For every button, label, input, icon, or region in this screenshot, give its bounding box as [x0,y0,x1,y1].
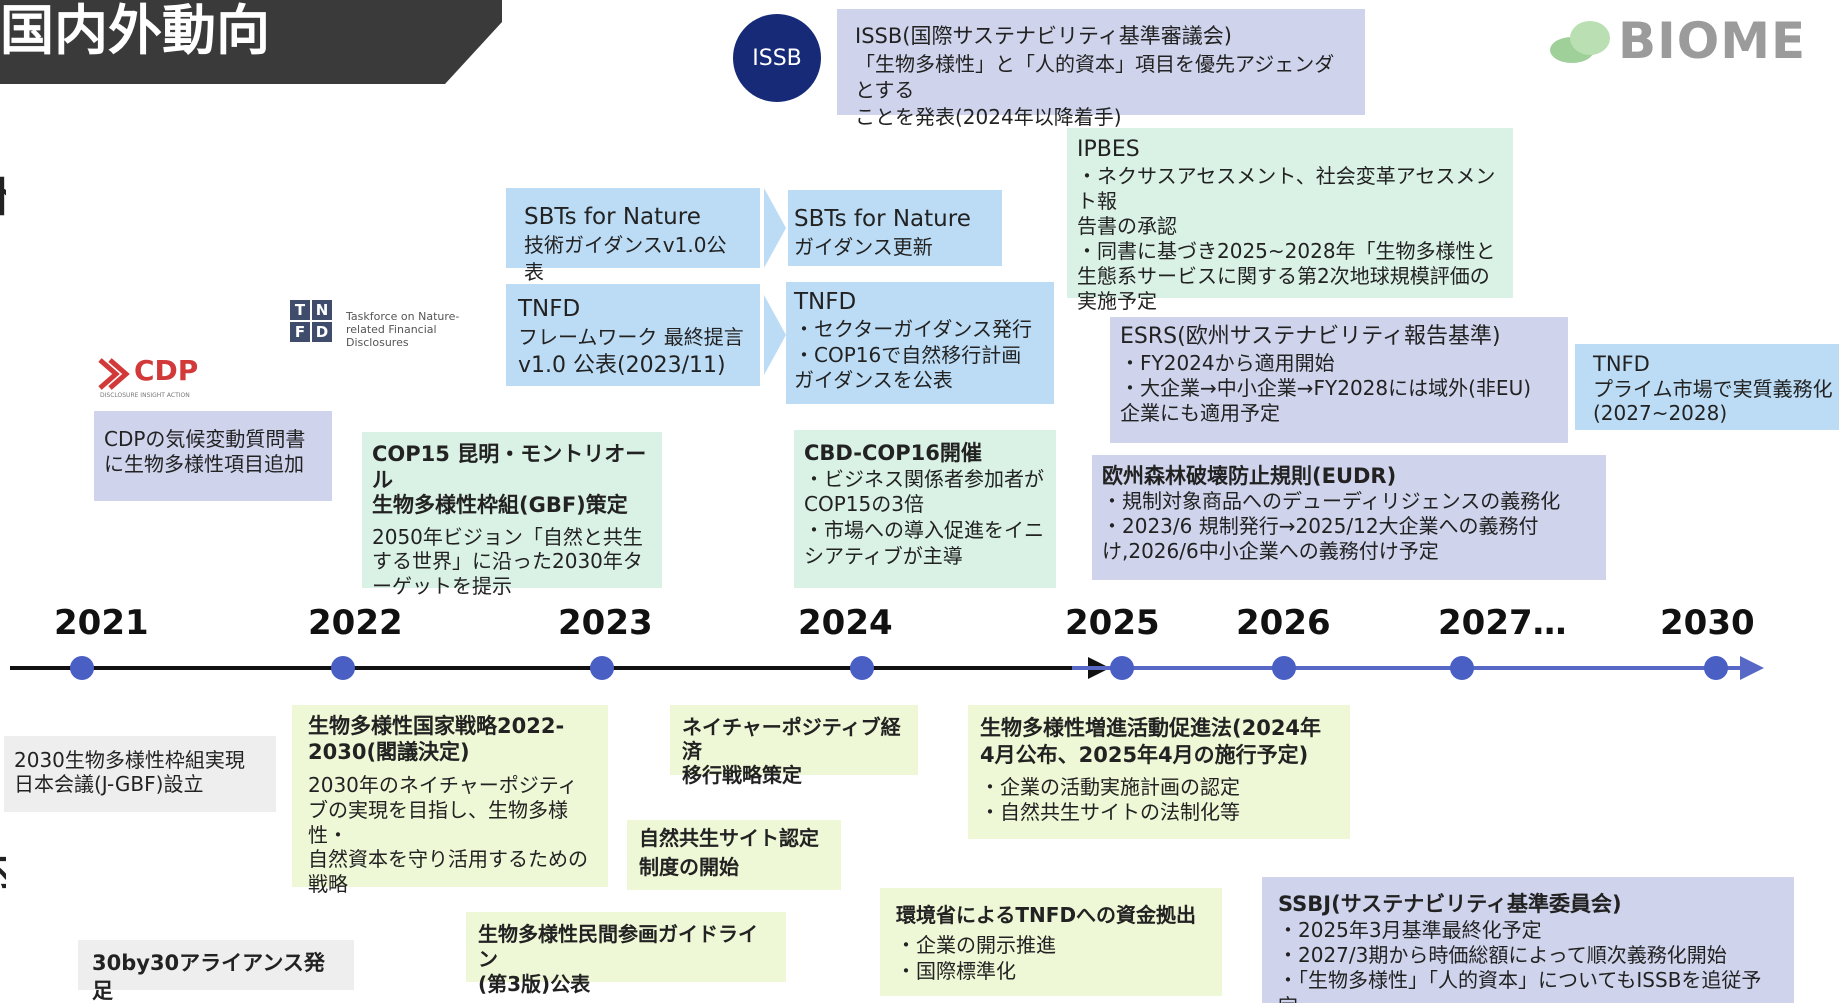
jgbf-event: 2030生物多様性枠組実現 日本会議(J-GBF)設立 [4,736,276,812]
ssbj-event: SSBJ(サステナビリティ基準委員会) ・2025年3月基準最終化予定 ・202… [1262,877,1794,1003]
promotion-law-event: 生物多様性増進活動促進法(2024年 4月公布、2025年4月の施行予定) ・企… [968,705,1350,839]
year-label: 2025 [1065,603,1160,643]
ipbes-event: IPBES ・ネクサスアセスメント、社会変革アセスメント報 告書の承認 ・同書に… [1067,128,1513,313]
year-dot [1272,656,1296,680]
tnfd-2023-event: TNFD フレームワーク 最終提言 v1.0 公表(2023/11) [506,284,760,386]
brand-name: BIOME [1618,12,1807,70]
moe-tnfd-event: 環境省によるTNFDへの資金拠出 ・企業の開示推進 ・国際標準化 [880,888,1222,996]
year-dot [1110,656,1134,680]
year-label: 2021 [54,603,149,643]
year-label: 2030 [1660,603,1755,643]
issb-logo-text: ISSB [752,45,802,71]
year-dot [850,656,874,680]
year-label: 2026 [1236,603,1331,643]
page-title: 国内外動向 [0,0,270,56]
title-banner-shape [0,0,502,84]
tnfd-letter: N [312,300,332,320]
side-mark-domestic: 内 [0,838,6,896]
tnfd-letter: T [290,300,310,320]
timeline-arrow-future [1740,656,1764,680]
sbt-2024-event: SBTs for Nature ガイダンス更新 [788,190,1002,266]
year-dot [1704,656,1728,680]
year-label: 2022 [308,603,403,643]
esrs-event: ESRS(欧州サステナビリティ報告基準) ・FY2024から適用開始 ・大企業→… [1110,317,1568,443]
year-dot [1450,656,1474,680]
year-label: 2027… [1438,603,1567,643]
sbt-2023-event: SBTs for Nature 技術ガイダンスv1.0公表 [506,188,760,284]
year-label: 2024 [798,603,893,643]
cdp-event: CDPの気候変動質問書 に生物多様性項目追加 [94,411,332,501]
leaf-icon [1550,21,1610,63]
biome-logo: BIOME [1550,10,1810,80]
np-strategy-event: ネイチャーポジティブ経済 移行戦略策定 [670,705,918,787]
tnfd-2024-event: TNFD ・セクターガイダンス発行 ・COP16で自然移行計画 ガイダンスを公表 [786,282,1054,404]
arrow-right-icon [764,188,786,268]
tnfd-letter: D [312,322,332,342]
tnfd-logo: T N F D Taskforce on Nature-related Fina… [290,300,510,350]
tnfd-logo-name: Taskforce on Nature-related Financial Di… [346,310,460,350]
alliance-event: 30by30アライアンス発足 [78,940,354,1003]
tnfd-2027-event: TNFD プライム市場で実質義務化 (2027~2028) [1575,344,1839,430]
cdp-logo: CDP DISCLOSURE INSIGHT ACTION [96,354,226,400]
issb-event: ISSB(国際サステナビリティ基準審議会) 「生物多様性」と「人的資本」項目を優… [837,9,1365,129]
cdp-mark-icon [98,358,130,390]
arrow-right-icon [764,295,786,375]
tnfd-letter: F [290,322,310,342]
year-dot [331,656,355,680]
year-dot [590,656,614,680]
cdp-logo-text: CDP [134,354,199,387]
national-strategy-event: 生物多様性国家戦略2022- 2030(閣議決定) 2030年のネイチャーポジテ… [292,705,608,896]
site-cert-event: 自然共生サイト認定 制度の開始 [627,820,841,890]
timeline-axis [10,656,1764,680]
cop15-event: COP15 昆明・モントリオール 生物多様性枠組(GBF)策定 2050年ビジョ… [362,432,662,598]
guideline-event: 生物多様性民間参画ガイドライン (第3版)公表 [466,912,786,996]
year-dot [70,656,94,680]
cdp-tagline: DISCLOSURE INSIGHT ACTION [100,392,190,399]
side-mark-global: 外 [0,165,6,223]
cop16-event: CBD-COP16開催 ・ビジネス関係者参加者が COP15の3倍 ・市場への導… [794,430,1056,588]
eudr-event: 欧州森林破壊防止規則(EUDR) ・規制対象商品へのデューディリジェンスの義務化… [1092,455,1606,580]
issb-logo: ISSB [733,14,821,102]
year-label: 2023 [558,603,653,643]
